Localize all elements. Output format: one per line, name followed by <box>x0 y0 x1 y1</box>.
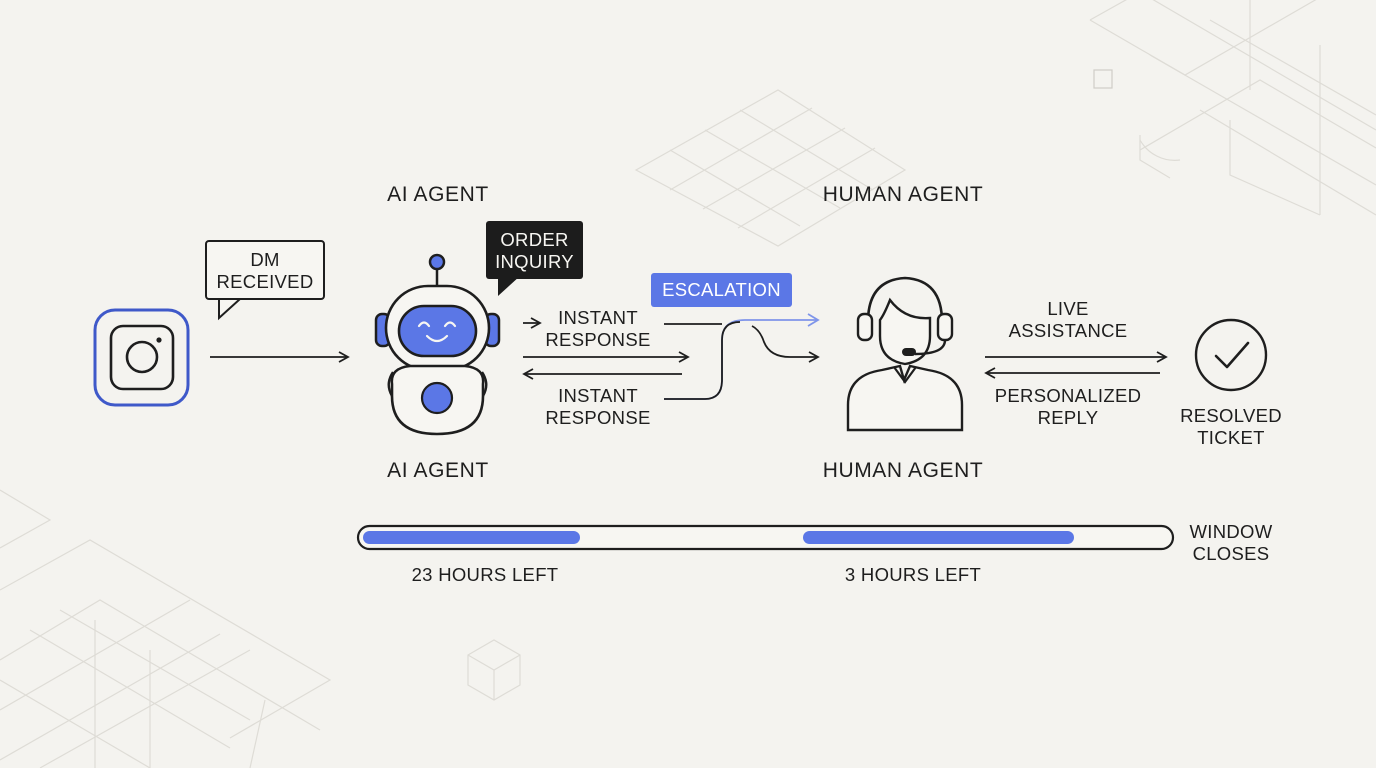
timeline-segment-human <box>803 531 1074 544</box>
instant-response-bottom-line2: RESPONSE <box>545 407 651 428</box>
dm-received-line1: DM <box>250 249 280 270</box>
personalized-reply-line1: PERSONALIZED <box>994 385 1142 406</box>
timeline-label-3-hours: 3 HOURS LEFT <box>844 564 982 585</box>
live-assistance-label: LIVE ASSISTANCE <box>988 298 1148 342</box>
order-inquiry-line1: ORDER <box>500 229 569 250</box>
escalation-route <box>664 313 820 400</box>
dm-received-bubble <box>205 240 325 300</box>
order-inquiry-bubble <box>486 221 583 279</box>
live-assistance-line2: ASSISTANCE <box>1008 320 1128 341</box>
escalation-pill <box>651 273 792 307</box>
instant-response-bottom: INSTANT RESPONSE <box>527 385 669 429</box>
order-inquiry-label: ORDER INQUIRY <box>486 229 583 273</box>
ai-agent-top-label: AI AGENT <box>387 183 489 206</box>
timeline-segment-ai <box>363 531 580 544</box>
dm-bubble-tail <box>218 298 241 321</box>
window-closes-line2: CLOSES <box>1192 543 1270 564</box>
human-agent-headset-icon <box>846 276 964 432</box>
window-closes-label: WINDOW CLOSES <box>1176 521 1286 565</box>
window-closes-line1: WINDOW <box>1189 521 1273 542</box>
timeline-label-23-hours: 23 HOURS LEFT <box>411 564 559 585</box>
instant-response-top: INSTANT RESPONSE <box>527 307 669 351</box>
resolved-ticket-line2: TICKET <box>1197 427 1265 448</box>
timeline-bar <box>356 524 1175 551</box>
escalation-branch <box>751 325 820 363</box>
personalized-reply-label: PERSONALIZED REPLY <box>978 385 1158 429</box>
order-bubble-tail <box>498 276 520 296</box>
human-agent-top-label: HUMAN AGENT <box>822 183 984 206</box>
escalation-route-dark <box>664 321 741 400</box>
dm-received-label: DM RECEIVED <box>205 249 325 293</box>
order-inquiry-line2: INQUIRY <box>495 251 574 272</box>
escalation-label: ESCALATION <box>662 279 781 300</box>
resolved-ticket-label: RESOLVED TICKET <box>1170 405 1292 449</box>
instant-response-bottom-line1: INSTANT <box>558 385 638 406</box>
dm-received-line2: RECEIVED <box>216 271 314 292</box>
robot-icon <box>374 253 501 436</box>
checkmark-circle-icon <box>1194 318 1268 392</box>
human-agent-bottom-label: HUMAN AGENT <box>822 459 984 482</box>
personalized-reply-line2: REPLY <box>1037 407 1099 428</box>
instant-response-top-line1: INSTANT <box>558 307 638 328</box>
live-assistance-line1: LIVE <box>1047 298 1089 319</box>
ai-agent-bottom-label: AI AGENT <box>387 459 489 482</box>
instant-response-top-line2: RESPONSE <box>545 329 651 350</box>
resolved-ticket-line1: RESOLVED <box>1180 405 1282 426</box>
instagram-icon <box>93 308 190 407</box>
